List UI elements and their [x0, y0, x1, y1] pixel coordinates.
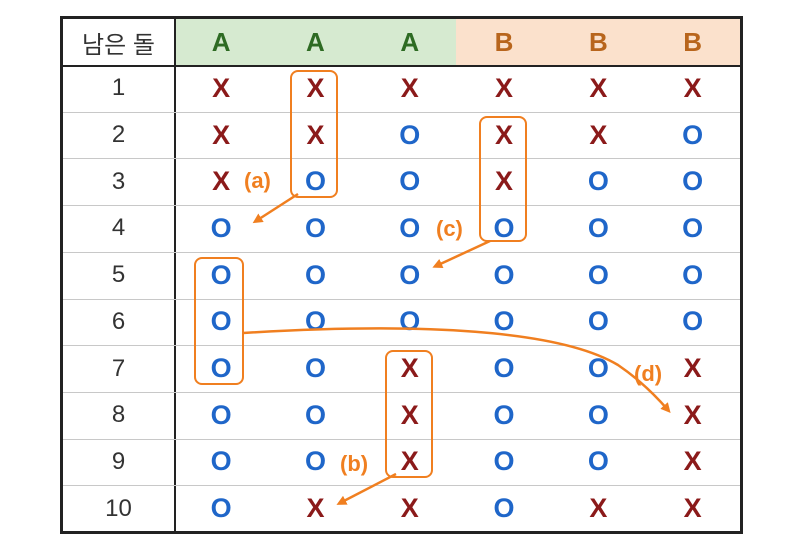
stone-x-mark: X	[683, 399, 702, 430]
stone-x-mark: X	[400, 446, 419, 477]
row-number: 5	[111, 261, 126, 289]
stone-o-mark: O	[399, 306, 421, 337]
stone-o-mark: O	[399, 259, 421, 290]
stone-o-mark: O	[304, 166, 326, 197]
stone-x-mark: X	[589, 119, 608, 150]
row-number: 2	[111, 121, 126, 149]
stone-o-mark: O	[493, 446, 515, 477]
stone-o-mark: O	[682, 212, 704, 243]
stone-o-mark: O	[304, 446, 326, 477]
row-number: 10	[105, 494, 132, 522]
row-divider	[63, 205, 740, 207]
stone-o-mark: O	[399, 212, 421, 243]
stone-x-mark: X	[306, 493, 325, 524]
stone-x-mark: X	[495, 166, 514, 197]
stone-o-mark: O	[587, 353, 609, 384]
stone-o-mark: O	[587, 446, 609, 477]
stone-o-mark: O	[493, 493, 515, 524]
corner-label: 남은 돌	[82, 31, 155, 59]
header-group-b-bg	[456, 19, 740, 65]
row-number: 7	[111, 354, 126, 382]
row-number: 4	[111, 214, 126, 242]
stone-o-mark: O	[304, 353, 326, 384]
column-header: A	[306, 26, 325, 57]
stone-x-mark: X	[306, 119, 325, 150]
stone-o-mark: O	[587, 212, 609, 243]
stone-x-mark: X	[683, 493, 702, 524]
annotation-label-b: (b)	[340, 451, 369, 476]
column-header: B	[683, 26, 703, 57]
stone-o-mark: O	[210, 212, 232, 243]
stone-x-mark: X	[495, 119, 514, 150]
highlight-box-col4	[479, 116, 527, 242]
stone-x-mark: X	[683, 353, 702, 384]
stone-x-mark: X	[589, 72, 608, 103]
column-header: A	[211, 26, 231, 57]
stone-o-mark: O	[399, 166, 421, 197]
stone-o-mark: O	[587, 306, 609, 337]
stone-o-mark: O	[304, 306, 326, 337]
stone-o-mark: O	[304, 259, 326, 290]
stone-x-mark: X	[683, 446, 702, 477]
column-header: B	[588, 26, 608, 57]
row-number: 8	[111, 401, 126, 429]
row-number: 1	[111, 74, 126, 102]
column-header: A	[400, 26, 420, 57]
stone-o-mark: O	[399, 119, 421, 150]
annotation-label-c: (c)	[436, 216, 463, 241]
row-divider	[63, 111, 740, 113]
row-number: 9	[111, 447, 126, 475]
row-divider	[63, 438, 740, 440]
stone-o-mark: O	[493, 212, 515, 243]
stone-x-mark: X	[589, 493, 608, 524]
stone-o-mark: O	[493, 399, 515, 430]
stone-x-mark: X	[306, 72, 325, 103]
stone-x-mark: X	[212, 166, 231, 197]
header-group-a-bg	[174, 19, 456, 65]
stone-o-mark: O	[682, 119, 704, 150]
stone-x-mark: X	[400, 72, 419, 103]
stone-o-mark: O	[682, 166, 704, 197]
highlight-box-col1	[194, 257, 244, 385]
column-header: B	[494, 26, 514, 57]
stone-o-mark: O	[210, 399, 232, 430]
stone-o-mark: O	[682, 259, 704, 290]
highlight-box-col3	[385, 350, 433, 478]
stone-o-mark: O	[210, 446, 232, 477]
stone-o-mark: O	[587, 166, 609, 197]
stone-o-mark: O	[587, 259, 609, 290]
highlight-box-col2	[290, 70, 338, 198]
stone-o-mark: O	[304, 212, 326, 243]
annotation-label-d: (d)	[634, 361, 663, 386]
stone-o-mark: O	[493, 353, 515, 384]
stone-o-mark: O	[493, 259, 515, 290]
stone-x-mark: X	[495, 72, 514, 103]
row-divider	[63, 485, 740, 487]
stone-x-mark: X	[683, 72, 702, 103]
stone-x-mark: X	[212, 119, 231, 150]
stone-o-mark: O	[210, 353, 232, 384]
stone-x-mark: X	[400, 493, 419, 524]
stone-o-mark: O	[210, 306, 232, 337]
stone-o-mark: O	[587, 399, 609, 430]
stone-o-mark: O	[210, 493, 232, 524]
stone-x-mark: X	[212, 72, 231, 103]
stone-o-mark: O	[682, 306, 704, 337]
header-divider	[63, 65, 740, 67]
row-divider	[63, 158, 740, 160]
stone-o-mark: O	[210, 259, 232, 290]
row-number: 6	[111, 307, 126, 335]
stone-o-mark: O	[493, 306, 515, 337]
column-separator	[174, 19, 176, 531]
row-divider	[63, 298, 740, 300]
row-number: 3	[111, 167, 126, 195]
row-divider	[63, 251, 740, 253]
annotation-label-a: (a)	[244, 168, 271, 193]
stone-o-mark: O	[304, 399, 326, 430]
